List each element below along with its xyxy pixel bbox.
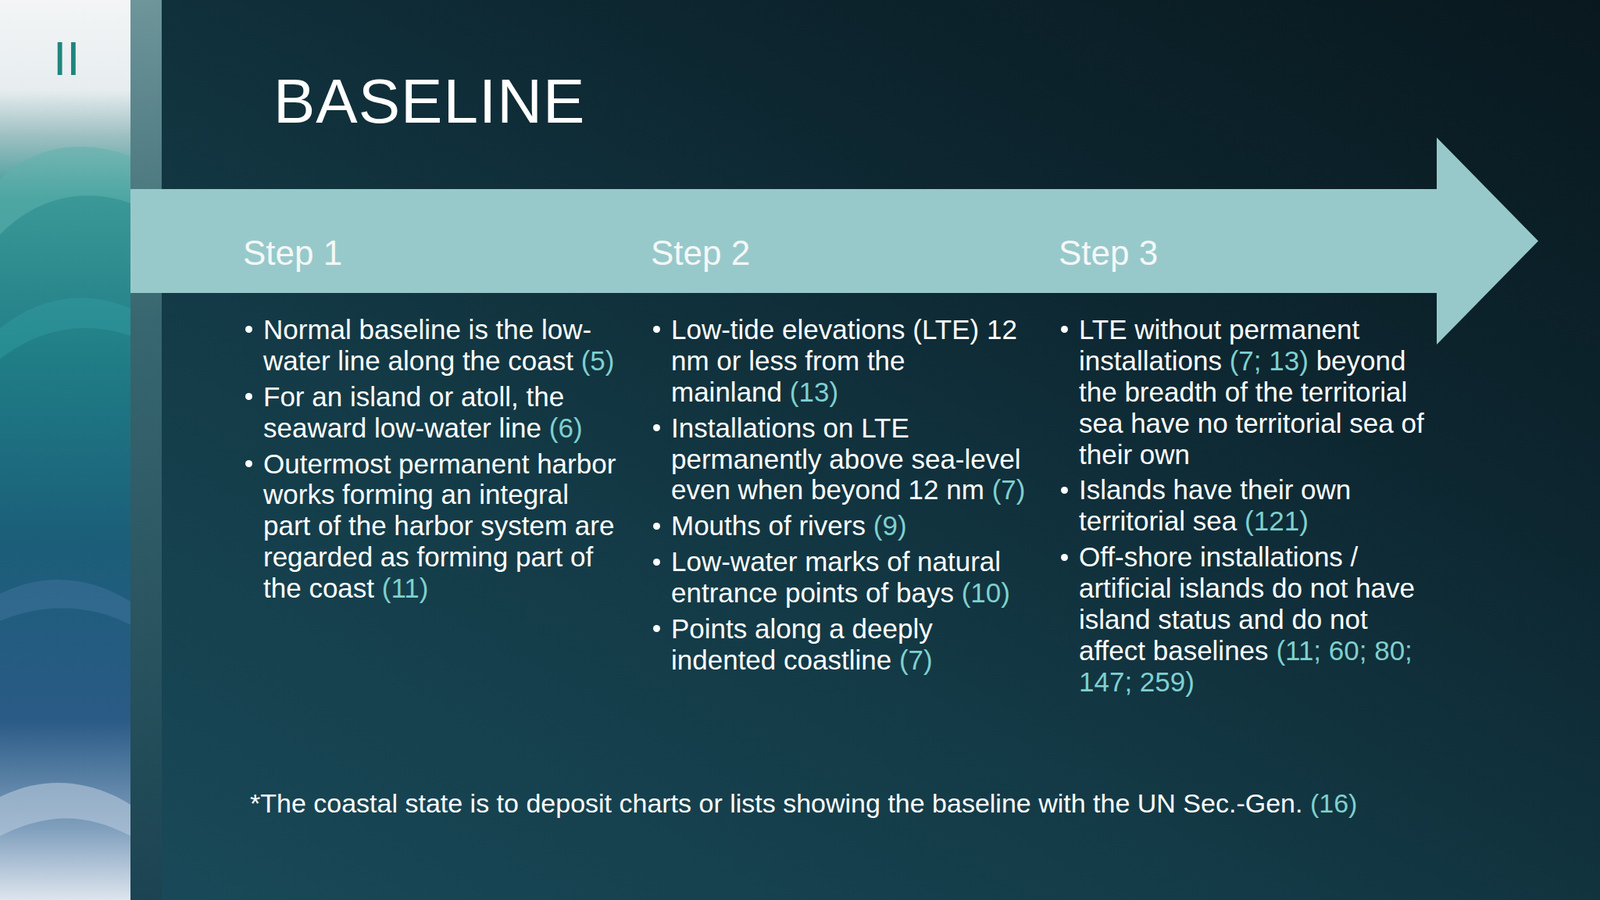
step-heading: Step 1 (242, 231, 620, 275)
bullet-dot (653, 522, 661, 530)
footnote-line: *The coastal state is to deposit charts … (250, 787, 1358, 820)
step-heading: Step 2 (650, 231, 1028, 275)
bullet-item: Outermost permanent harbor works forming… (242, 448, 620, 604)
bullet-dot (1060, 325, 1068, 333)
bullet-item: Islands have their own territorial sea(1… (1058, 474, 1428, 537)
reference-number: (121) (1244, 505, 1309, 536)
bullet-text: Outermost permanent harbor works forming… (263, 448, 616, 604)
bullet-text: Low-tide elevations (LTE) 12 nm or less … (671, 314, 1018, 408)
wave-foam (0, 782, 131, 836)
bullet-item: LTE without permanent installations(7; 1… (1058, 314, 1428, 470)
wave-crest (0, 146, 131, 235)
reference-number: (11) (382, 572, 429, 604)
bullet-text: For an island or atoll, the seaward low-… (263, 381, 565, 443)
reference-number: (7) (899, 644, 933, 675)
wave-picture (0, 0, 131, 900)
reference-number: (10) (961, 577, 1011, 608)
bullet-text: Islands have their own territorial sea (1078, 474, 1351, 536)
bullet-dot (1060, 553, 1068, 561)
bullet-text: Installations on LTE permanently above s… (671, 412, 1021, 506)
wave-streak (0, 579, 131, 625)
bullet-dot (653, 558, 661, 566)
wave-streak (0, 297, 131, 360)
bullet-item: Normal baseline is the low-water line al… (242, 314, 620, 377)
bullet-item: Mouths of rivers(9) (650, 510, 1028, 542)
bullet-item: For an island or atoll, the seaward low-… (242, 381, 620, 444)
bullet-item: Off-shore installations / artificial isl… (1058, 541, 1428, 697)
reference-number: (7) (992, 474, 1026, 505)
bullet-dot (245, 325, 253, 333)
step-column: Step 2 Low-tide elevations (LTE) 12 nm or… (650, 231, 1028, 681)
reference-number: (7; 13) (1229, 345, 1309, 376)
reference-number: (16) (1310, 788, 1358, 818)
side-band (130, 0, 162, 900)
bullet-text: Points along a deeply indented coastline (671, 613, 933, 675)
bullet-dot (653, 325, 661, 333)
bullet-dot (245, 392, 253, 400)
bullet-item: Low-water marks of natural entrance poin… (650, 546, 1028, 609)
reference-number: (9) (873, 510, 908, 541)
bullet-dot (245, 460, 253, 468)
bullet-dot (653, 625, 661, 633)
bullet-item: Installations on LTE permanently above s… (650, 412, 1028, 507)
step-heading: Step 3 (1058, 231, 1428, 275)
bullet-dot (1060, 486, 1068, 494)
bullet-text: Normal baseline is the low-water line al… (263, 314, 592, 376)
step-column: Step 3 LTE without permanent installation… (1058, 231, 1428, 703)
process-arrow (130, 137, 1539, 345)
bullet-text: Mouths of rivers (671, 510, 866, 541)
reference-number: (13) (789, 376, 839, 408)
reference-number: (5) (581, 345, 615, 376)
slide-title: BASELINE (273, 70, 586, 133)
step-column: Step 1 Normal baseline is the low-water l… (242, 231, 620, 609)
bullet-text: Low-water marks of natural entrance poin… (671, 546, 1001, 608)
bullet-item: Low-tide elevations (LTE) 12 nm or less … (650, 314, 1028, 408)
bullet-item: Points along a deeply indented coastline… (650, 613, 1028, 676)
footnote: *The coastal state is to deposit charts … (250, 788, 1303, 818)
section-number: II (53, 34, 80, 83)
bullet-dot (653, 424, 661, 432)
reference-number: (6) (549, 412, 583, 443)
